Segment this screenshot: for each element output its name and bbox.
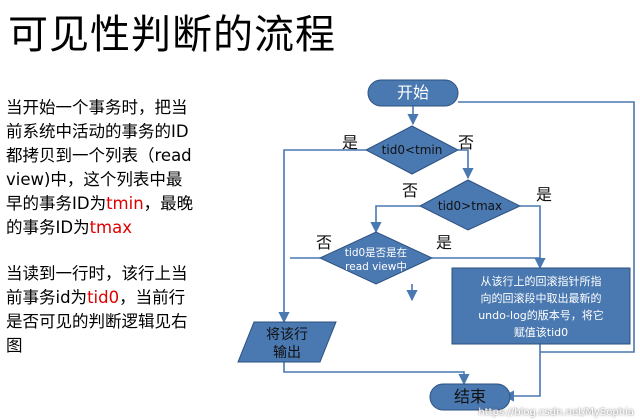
paragraph-line: view)中，这个列表中最 <box>6 168 244 192</box>
d2-yes-label: 是 <box>536 185 552 204</box>
start-node <box>367 79 459 107</box>
decision3-line1: tid0是否是在 <box>345 247 407 259</box>
paragraph-text: 是否可见的判断逻辑见右 <box>6 312 188 331</box>
process-line1: 从该行上的回滚指针所指 <box>481 274 602 288</box>
arrow-loop-top <box>458 101 635 306</box>
process-fetch-undo-log <box>451 267 631 345</box>
paragraph-line: 当开始一个事务时，把当 <box>6 96 244 120</box>
end-label: 结束 <box>454 387 486 406</box>
process-line4: 赋值该tid0 <box>514 325 568 339</box>
highlight-term: tmax <box>89 218 132 237</box>
paragraph-line: 是否可见的判断逻辑见右 <box>6 310 244 334</box>
paragraph-line: 当读到一行时，该行上当 <box>6 262 244 286</box>
watermark: https://blog.csdn.net/MySophia <box>478 407 634 418</box>
decision3-line2: read view中 <box>345 260 407 273</box>
arrow-d2-no <box>370 205 420 234</box>
highlight-term: tmin <box>106 194 144 213</box>
paragraph-text: 图 <box>6 336 23 355</box>
rule-paragraph: 当读到一行时，该行上当前事务id为tid0，当前行是否可见的判断逻辑见右图 <box>6 262 244 358</box>
process-line2: 向的回滚段中取出最新的 <box>481 291 602 305</box>
paragraph-text: 都拷贝到一个列表（read <box>6 146 192 165</box>
paragraph-line: 的事务ID为tmax <box>6 216 244 240</box>
end-node <box>429 383 511 411</box>
output-line2: 输出 <box>273 345 301 361</box>
start-label: 开始 <box>397 83 429 102</box>
d1-yes-label: 是 <box>342 133 358 152</box>
paragraph-line: 早的事务ID为tmin，最晚 <box>6 192 244 216</box>
paragraph-line: 前事务id为tid0，当前行 <box>6 286 244 310</box>
d1-no-label: 否 <box>458 133 474 152</box>
paragraph-line: 图 <box>6 334 244 358</box>
paragraph-text: 前事务id为 <box>6 288 88 307</box>
output-row-node <box>237 321 337 363</box>
page-title: 可见性判断的流程 <box>8 12 336 58</box>
paragraph-text: ，最晚 <box>143 194 194 213</box>
paragraph-text: 当读到一行时，该行上当 <box>6 264 188 283</box>
paragraph-text: 前系统中活动的事务的ID <box>6 122 189 141</box>
arrow-d1-no <box>458 149 474 180</box>
decision-in-read-view <box>318 231 434 285</box>
d3-no-label: 否 <box>316 233 332 252</box>
process-line3: undo-log的版本号，将它 <box>478 308 604 322</box>
decision1-label: tid0<tmin <box>382 143 443 157</box>
paragraph-text: view)中，这个列表中最 <box>6 170 183 189</box>
paragraph-text: ，当前行 <box>119 288 186 307</box>
intro-paragraph: 当开始一个事务时，把当前系统中活动的事务的ID 都拷贝到一个列表（read view… <box>6 96 244 240</box>
arrow-d3-yes <box>432 257 546 270</box>
arrow-output-to-end <box>283 362 470 386</box>
decision-tid0-lt-tmin <box>364 125 460 175</box>
d3-yes-label: 是 <box>436 233 452 252</box>
paragraph-line: 都拷贝到一个列表（read <box>6 144 244 168</box>
paragraph-text: 当开始一个事务时，把当 <box>6 98 188 117</box>
paragraph-line: 前系统中活动的事务的ID <box>6 120 244 144</box>
d2-no-label: 否 <box>402 181 418 200</box>
arrow-process-loop <box>540 306 635 353</box>
highlight-term: tid0 <box>87 288 120 307</box>
arrow-d1-yes <box>278 149 366 324</box>
paragraph-text: 早的事务ID为 <box>6 194 107 213</box>
decision2-label: tid0>tmax <box>438 199 502 213</box>
output-line1: 将该行 <box>266 327 308 343</box>
paragraph-text: 的事务ID为 <box>6 218 90 237</box>
decision-tid0-gt-tmax <box>418 179 522 231</box>
